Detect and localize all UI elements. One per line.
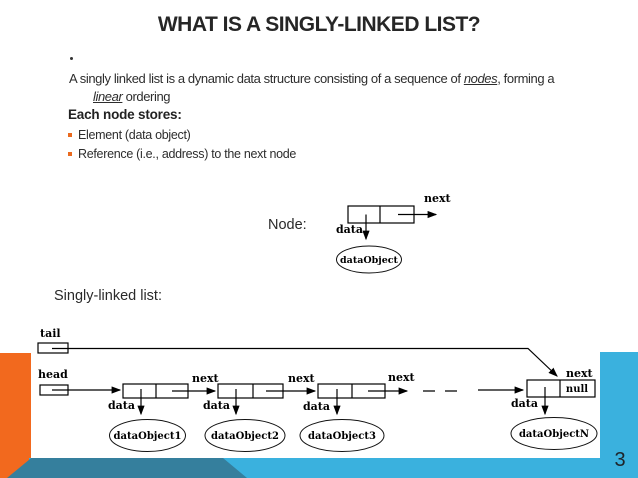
data-object-label: dataObject3	[308, 431, 376, 442]
bullet-label: Element (data object)	[78, 128, 191, 142]
page-title: WHAT IS A SINGLY-LINKED LIST?	[157, 13, 481, 36]
left-orange-bar	[0, 353, 31, 478]
data-label: data	[336, 223, 363, 236]
tail-pointer-arrow	[52, 347, 558, 377]
node-diagram: next data dataObject	[336, 192, 452, 274]
data-object-ellipse	[109, 419, 186, 452]
tail-label: tail	[40, 327, 61, 340]
next-label: next	[388, 371, 416, 384]
intro-line-1: A singly linked list is a dynamic data s…	[69, 70, 555, 88]
stores-heading: Each node stores:	[68, 107, 182, 122]
data-label: data	[303, 400, 330, 413]
intro-paragraph: A singly linked list is a dynamic data s…	[69, 70, 555, 106]
bullet-list: Element (data object) Reference (i.e., a…	[68, 128, 296, 166]
intro-emphasis-linear: linear	[93, 89, 123, 104]
data-object-label: dataObjectN	[519, 429, 589, 440]
next-label: next	[566, 367, 594, 380]
data-object-label: dataObject2	[211, 431, 279, 442]
singly-linked-list-diagram: tail head next data dataObject1 next dat…	[37, 327, 598, 452]
square-bullet-icon	[68, 133, 72, 137]
right-cyan-bar	[600, 352, 638, 478]
intro-line-2: linear ordering	[69, 88, 554, 106]
head-label: head	[38, 368, 68, 381]
data-object-label: dataObject1	[114, 431, 182, 442]
list-item: Element (data object)	[68, 128, 296, 147]
data-object-ellipse	[510, 417, 598, 450]
null-label: null	[566, 384, 588, 395]
list-item: Reference (i.e., address) to the next no…	[68, 147, 296, 166]
bottom-teal-accent	[7, 458, 247, 478]
data-object-ellipse	[204, 419, 286, 452]
node-diagram-label: Node:	[268, 217, 307, 233]
data-object-label: dataObject	[340, 255, 399, 266]
empty-bullet-dot	[70, 57, 73, 60]
data-label: data	[203, 399, 230, 412]
data-label: data	[108, 399, 135, 412]
page-number: 3	[614, 449, 626, 471]
node-box	[526, 379, 596, 398]
data-object-ellipse	[336, 245, 402, 274]
intro-text: A singly linked list is a dynamic data s…	[69, 71, 464, 86]
bullet-label: Reference (i.e., address) to the next no…	[78, 147, 297, 161]
data-object-ellipse	[299, 419, 385, 452]
square-bullet-icon	[68, 152, 72, 156]
data-label: data	[511, 397, 538, 410]
next-label: next	[288, 372, 316, 385]
next-label: next	[424, 192, 452, 205]
intro-text: , forming a	[497, 71, 555, 86]
intro-emphasis-nodes: nodes	[463, 71, 498, 86]
next-label: next	[192, 372, 220, 385]
intro-text: ordering	[122, 89, 171, 104]
list-diagram-label: Singly-linked list:	[54, 288, 162, 304]
